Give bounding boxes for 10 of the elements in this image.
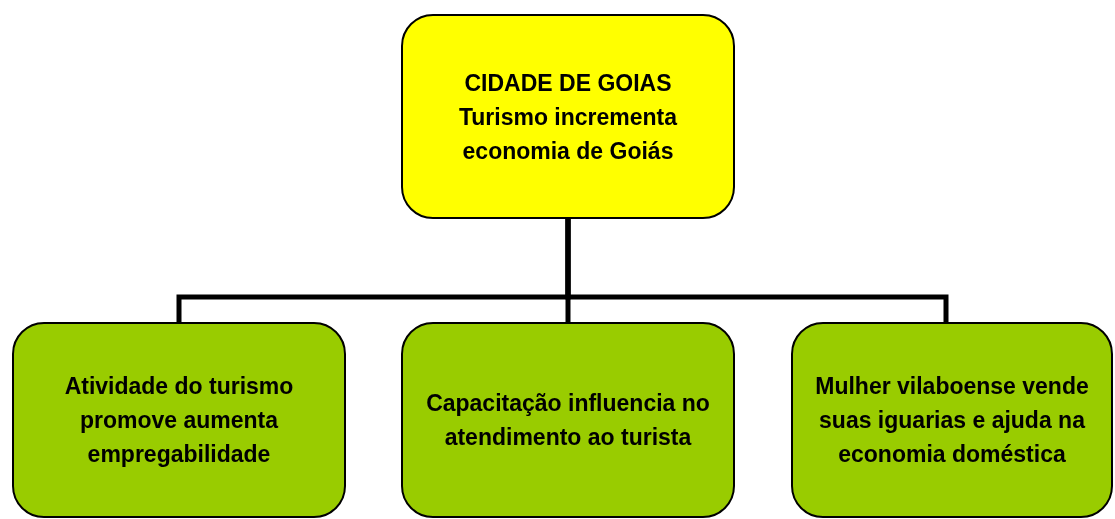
subtopic-box <box>12 322 346 518</box>
subtopic-box <box>791 322 1113 518</box>
box-text: Turismo incrementa economia de Goiás <box>457 102 679 166</box>
box-heading: CIDADE DE GOIAS <box>464 68 672 98</box>
box-text: Mulher vilaboense vende suas iguarias e ajuda na economia doméstica <box>814 372 1090 469</box>
connector-line <box>565 219 949 322</box>
topic-box <box>401 14 735 219</box>
subtopic-box <box>401 322 735 518</box>
box-text: Atividade do turismo promove aumenta empregabilidade <box>63 372 295 469</box>
box-text: Capacitação influencia no atendimento ao turista <box>425 389 711 452</box>
